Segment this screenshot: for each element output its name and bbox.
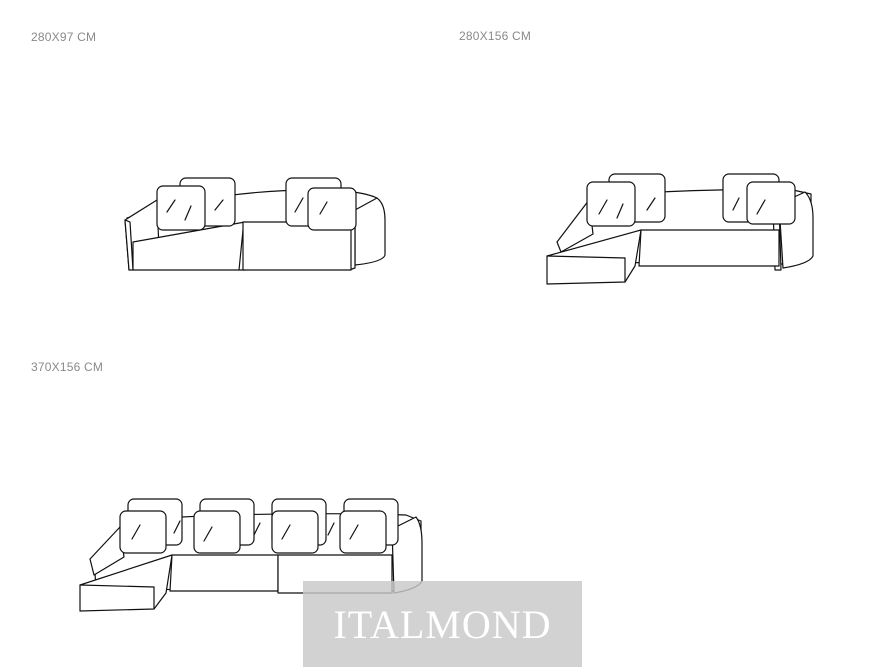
sofa-drawing-280x156 [546, 173, 814, 285]
dimension-label-280x156: 280X156 CM [459, 29, 532, 43]
dimension-label-370x156: 370X156 CM [31, 360, 104, 374]
watermark-text: ITALMOND [333, 601, 552, 647]
dimension-label-280x97: 280X97 CM [31, 30, 97, 44]
sofa-drawing-280x97 [124, 177, 386, 271]
watermark-overlay: ITALMOND [303, 581, 582, 667]
